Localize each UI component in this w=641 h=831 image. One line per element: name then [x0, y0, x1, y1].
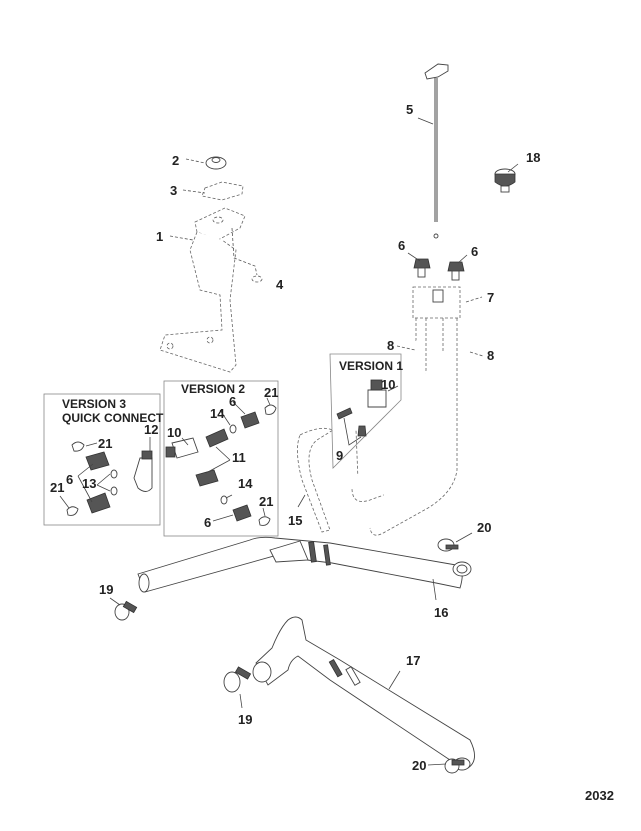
part-11-fitting-upper [205, 428, 229, 448]
version-1-title: VERSION 1 [339, 359, 403, 373]
part-16-hose [137, 536, 472, 593]
part-13-oring-lower [110, 486, 118, 496]
part-21-clamp-v3-lower [66, 506, 79, 516]
part-21-clamp-v3-upper [71, 441, 85, 452]
callout-13: 13 [82, 476, 96, 491]
version-3-title-line2: QUICK CONNECT [62, 411, 164, 425]
part-19-clamp-lower [223, 666, 252, 693]
callout-8-left: 8 [387, 338, 394, 353]
part-9-barb-lower [357, 425, 367, 437]
part-21-clamp-v2-lower [258, 516, 271, 526]
callout-6-v2-upper: 6 [229, 394, 236, 409]
part-14-oring-upper [229, 424, 237, 434]
callout-1: 1 [156, 229, 163, 244]
part-18-cap [494, 168, 516, 193]
callout-18: 18 [526, 150, 540, 165]
part-15-hose [297, 427, 334, 533]
part-7-manifold [412, 286, 461, 319]
version-3-frame [43, 393, 161, 526]
callout-12: 12 [144, 422, 158, 437]
callout-11: 11 [232, 450, 246, 465]
part-3-gasket [201, 181, 244, 201]
callout-5: 5 [406, 102, 413, 117]
callout-21-v3-upper: 21 [98, 436, 112, 451]
part-6-quick-fitting-lower [86, 492, 111, 514]
part-6-fitting-right [447, 261, 465, 281]
part-13-oring-upper [110, 469, 118, 479]
version-2-title: VERSION 2 [181, 382, 245, 396]
part-6-fitting-v2-lower [232, 504, 252, 522]
part-6-fitting-left [413, 258, 431, 278]
callout-15: 15 [288, 513, 302, 528]
part-1-bracket-arm [159, 231, 237, 373]
callout-21-v3-lower: 21 [50, 480, 64, 495]
callout-19-lower: 19 [238, 712, 252, 727]
version-2-box: VERSION 2 [163, 380, 279, 537]
part-14-oring-lower [220, 495, 228, 505]
callout-16: 16 [434, 605, 448, 620]
callout-14-lower: 14 [238, 476, 253, 491]
part-10-tee [367, 389, 387, 408]
part-5-dipstick [424, 63, 449, 239]
callout-10-v1: 10 [381, 377, 395, 392]
version-1-box: VERSION 1 [329, 353, 403, 469]
part-20-clamp-upper [437, 538, 459, 552]
callout-19-upper: 19 [99, 582, 113, 597]
callout-8-right: 8 [487, 348, 494, 363]
callout-7: 7 [487, 290, 494, 305]
callout-20-upper: 20 [477, 520, 491, 535]
callout-6-top-left: 6 [398, 238, 405, 253]
part-6-fitting-v2-upper [240, 411, 260, 429]
part-2-grommet [205, 156, 227, 170]
part-9-barb-left [336, 407, 353, 420]
bracket-assembly [159, 156, 263, 373]
version-2-frame [163, 380, 279, 537]
figure-number: 2032 [585, 788, 614, 803]
version-3-title-line1: VERSION 3 [62, 397, 126, 411]
callout-6-v3: 6 [66, 472, 73, 487]
part-21-clamp-v2-upper [264, 404, 277, 415]
part-19-clamp-upper [114, 600, 138, 621]
callout-6-top-right: 6 [471, 244, 478, 259]
callout-2: 2 [172, 153, 179, 168]
callout-20-lower: 20 [412, 758, 426, 773]
callout-3: 3 [170, 183, 177, 198]
callout-21-v2-lower: 21 [259, 494, 273, 509]
callout-10-v2: 10 [167, 425, 181, 440]
part-12-elbow [133, 457, 153, 492]
part-17-hose [252, 616, 475, 771]
callout-21-v2-upper: 21 [264, 385, 278, 400]
callout-14-upper: 14 [210, 406, 225, 421]
callout-6-v2-lower: 6 [204, 515, 211, 530]
part-20-clamp-lower [444, 758, 465, 774]
callout-4: 4 [276, 277, 284, 292]
version-3-box: VERSION 3 QUICK CONNECT [43, 393, 164, 526]
callout-9: 9 [336, 448, 343, 463]
part-4-nut [251, 275, 263, 283]
callout-17: 17 [406, 653, 420, 668]
